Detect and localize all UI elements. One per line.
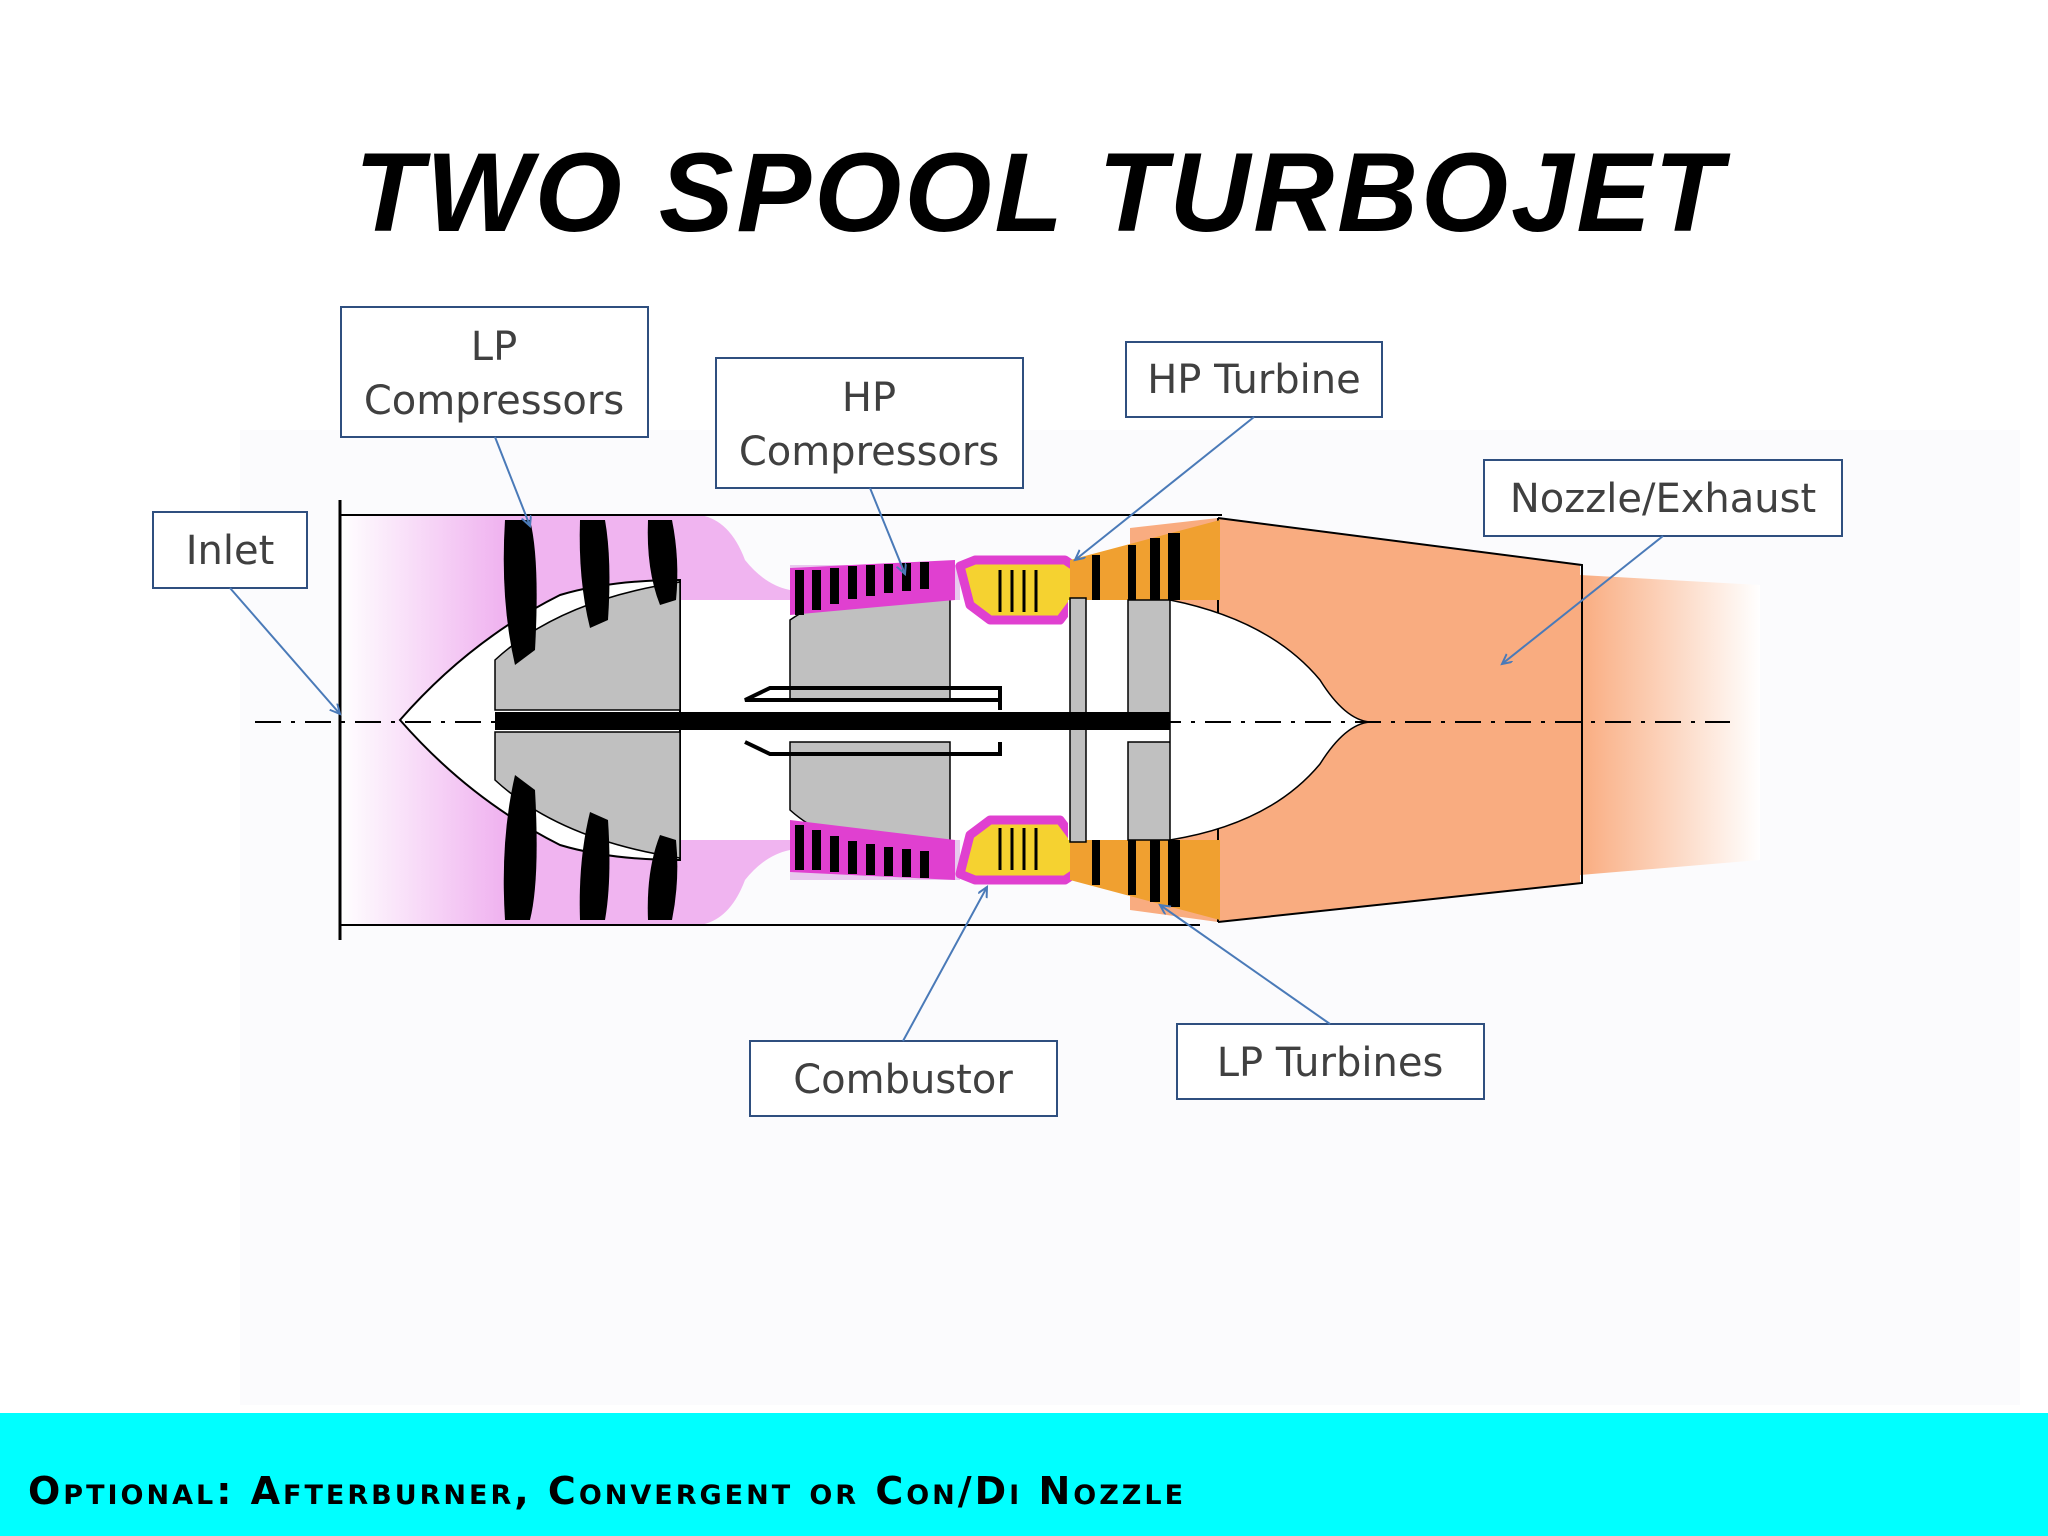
arrow-hp-turbine: [1075, 416, 1255, 560]
arrow-inlet: [229, 587, 340, 714]
page-title: TWO SPOOL TURBOJET: [354, 130, 1726, 255]
callout-lp-compressors: LP Compressors: [340, 306, 649, 438]
arrow-lp-compressors: [494, 436, 530, 526]
callout-combustor: Combustor: [749, 1040, 1058, 1117]
callout-nozzle-exhaust: Nozzle/Exhaust: [1483, 459, 1843, 537]
lp-compressors-line2: Compressors: [364, 378, 624, 424]
lp-compressors-line1: LP: [471, 324, 517, 370]
footer-note: Optional: Afterburner, Convergent or Con…: [28, 1469, 1187, 1513]
hp-compressors-line1: HP: [842, 375, 896, 421]
hp-turbine-label: HP Turbine: [1147, 357, 1361, 403]
callout-inlet: Inlet: [152, 511, 308, 589]
footer-band: Optional: Afterburner, Convergent or Con…: [0, 1413, 2048, 1536]
engine-body: [255, 500, 1760, 940]
arrow-lp-turbines: [1160, 905, 1331, 1025]
arrow-nozzle-exhaust: [1502, 535, 1664, 664]
arrow-combustor: [902, 887, 987, 1042]
hp-compressors-line2: Compressors: [739, 429, 999, 475]
nozzle-exhaust-label: Nozzle/Exhaust: [1510, 476, 1816, 522]
arrow-hp-compressors: [869, 487, 905, 574]
inlet-label: Inlet: [186, 528, 275, 574]
callout-lp-turbines: LP Turbines: [1176, 1023, 1485, 1100]
callout-hp-compressors: HP Compressors: [715, 357, 1024, 489]
callout-hp-turbine: HP Turbine: [1125, 341, 1383, 418]
combustor-label: Combustor: [793, 1057, 1013, 1103]
lp-turbines-label: LP Turbines: [1217, 1040, 1444, 1086]
